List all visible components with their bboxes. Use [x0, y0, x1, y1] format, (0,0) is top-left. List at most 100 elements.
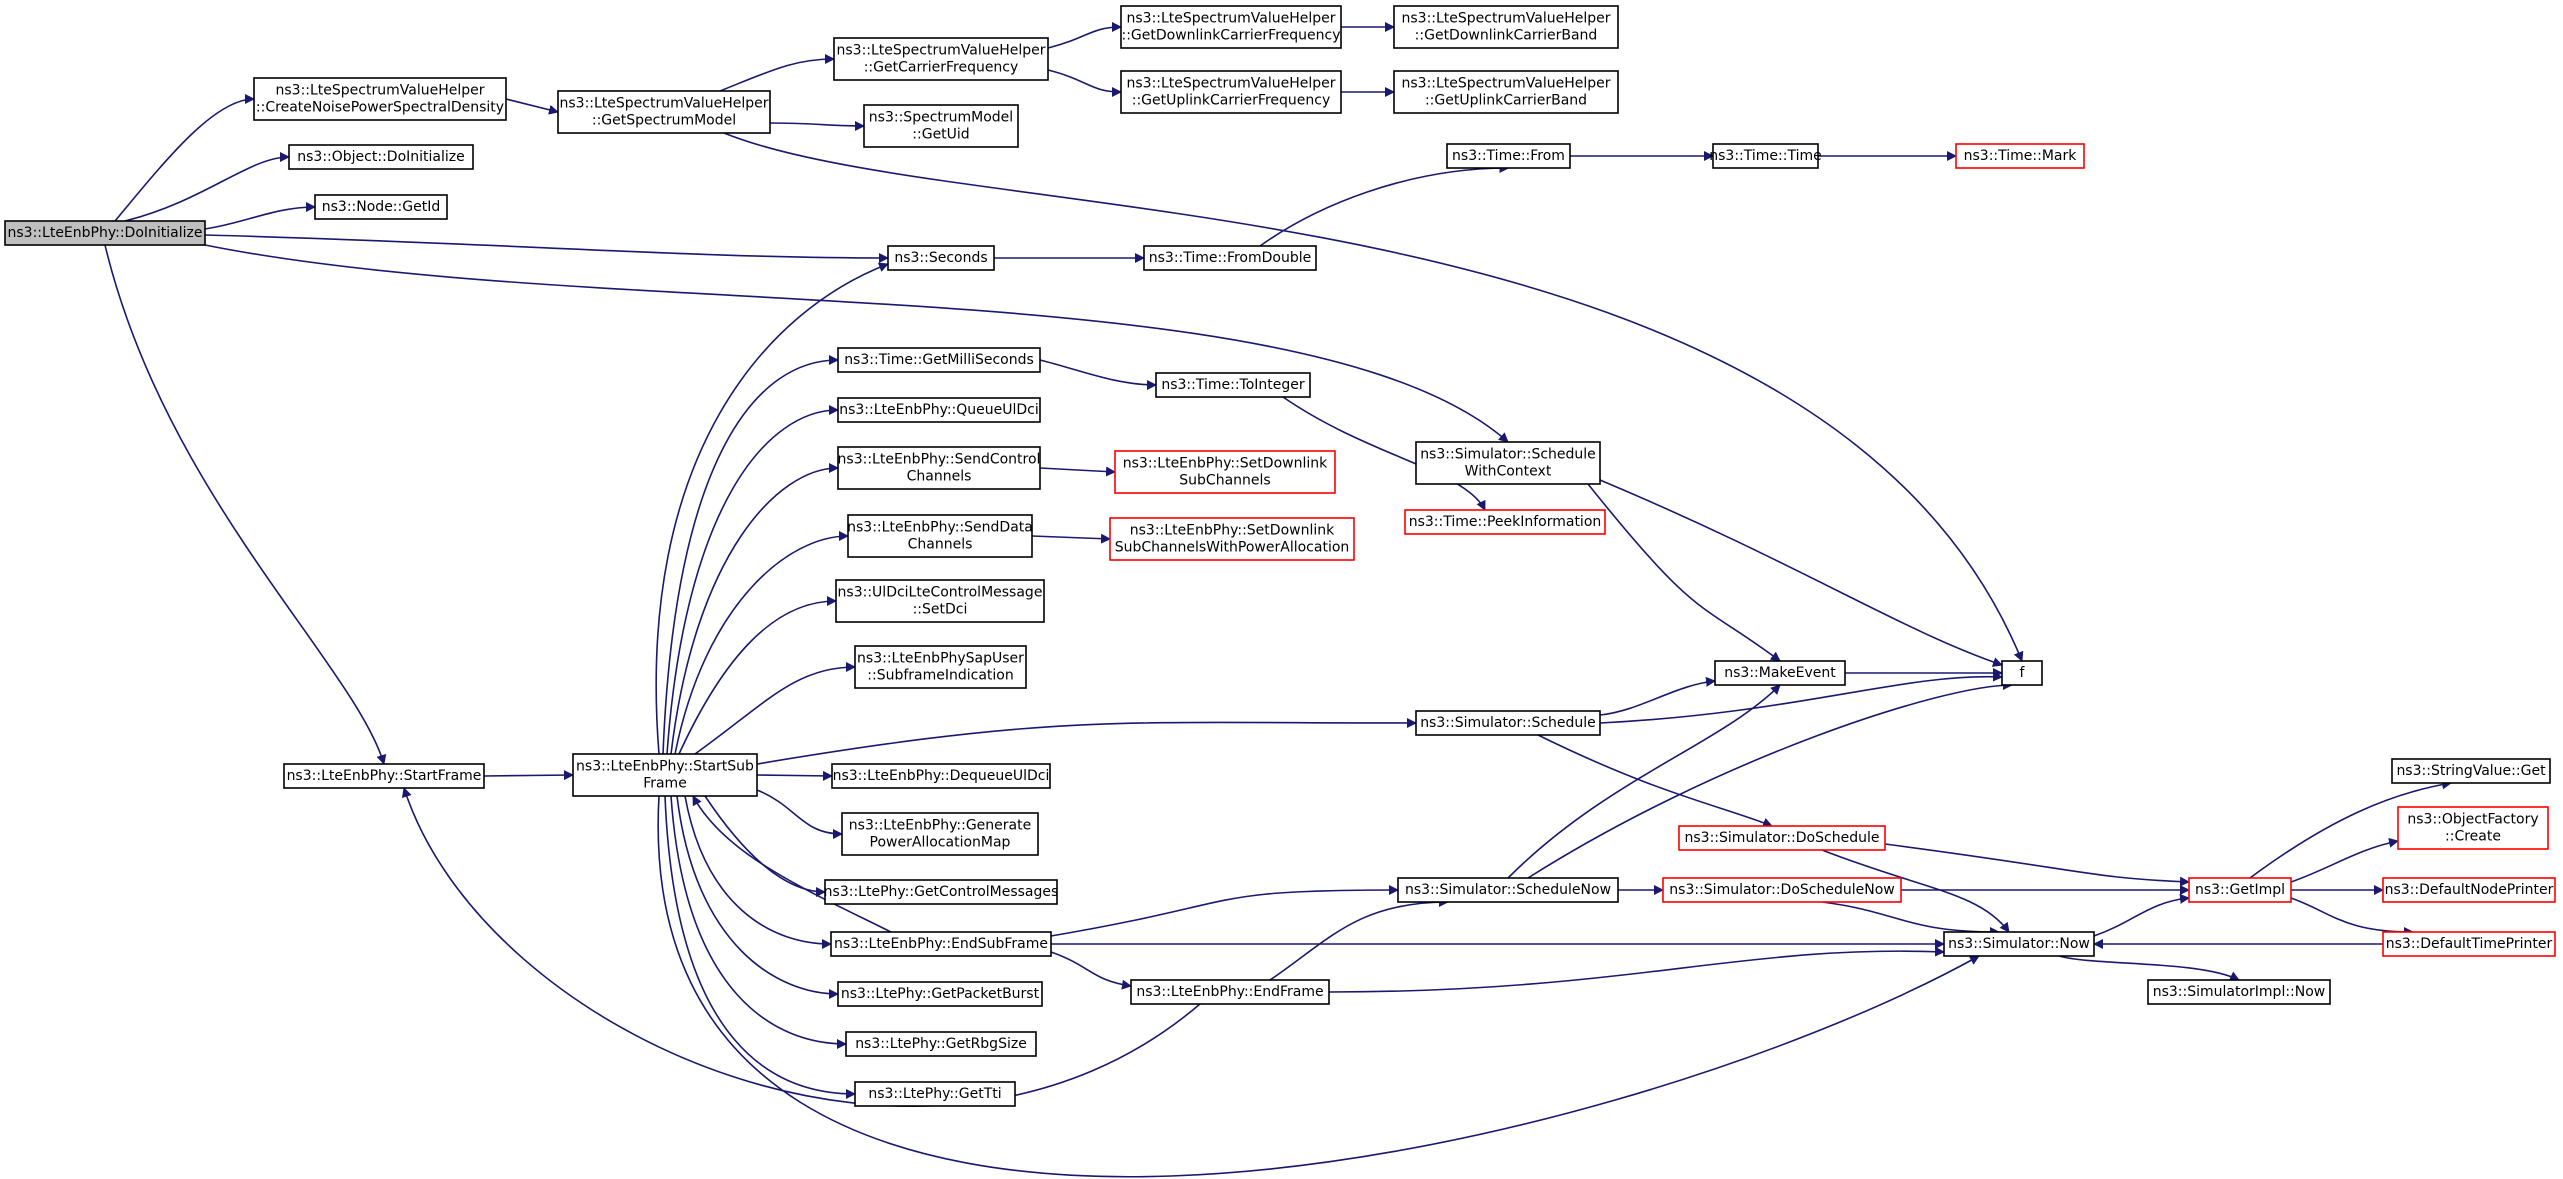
node-n27[interactable]: ns3::LteEnbPhySapUser::SubframeIndicatio… [854, 645, 1027, 689]
edge-path [104, 244, 387, 765]
node-label: ns3::Object::DoInitialize [297, 149, 464, 165]
node-n28[interactable]: ns3::MakeEvent [1714, 660, 1846, 686]
node-n41[interactable]: ns3::DefaultNodePrinter [2382, 877, 2556, 903]
node-n10[interactable]: ns3::Node::GetId [314, 194, 448, 220]
node-n0[interactable]: ns3::LteEnbPhy::DoInitialize [4, 220, 206, 246]
node-n25[interactable]: ns3::Time::PeekInformation [1404, 509, 1606, 535]
node-n29[interactable]: ns3::Simulator::Schedule [1415, 710, 1601, 736]
edge-path [204, 234, 889, 263]
node-n23[interactable]: ns3::LteEnbPhy::SetDownlinkSubChannelsWi… [1109, 517, 1355, 561]
node-box [854, 1081, 1016, 1107]
edge-path [1269, 897, 1449, 981]
edge-path [1507, 684, 1781, 879]
node-n33[interactable]: ns3::LteEnbPhy::GeneratePowerAllocationM… [841, 812, 1039, 856]
node-box [1955, 143, 2085, 169]
node-n13[interactable]: ns3::Time::From [1446, 143, 1571, 169]
node-box [837, 347, 1041, 373]
node-n8[interactable]: ns3::SpectrumModel::GetUid [863, 104, 1019, 148]
node-n5[interactable]: ns3::LteSpectrumValueHelper::GetDownlink… [1393, 5, 1619, 49]
node-n47[interactable]: ns3::SimulatorImpl::Now [2147, 979, 2331, 1005]
edge-n31-to-n46 [676, 795, 839, 999]
node-n38[interactable]: ns3::Simulator::ScheduleNow [1397, 877, 1619, 903]
edge-path [756, 770, 833, 781]
node-label: ns3::LteEnbPhy::EndFrame [1136, 984, 1323, 1000]
node-n39[interactable]: ns3::Simulator::DoScheduleNow [1662, 877, 1902, 903]
node-n32[interactable]: ns3::LteEnbPhy::DequeueUlDci [831, 763, 1051, 789]
node-n4[interactable]: ns3::LteSpectrumValueHelper::GetDownlink… [1120, 5, 1342, 49]
node-n9[interactable]: ns3::Object::DoInitialize [288, 144, 474, 170]
node-label: ns3::DefaultTimePrinter [2386, 936, 2553, 952]
node-n43[interactable]: ns3::Simulator::Now [1943, 931, 2095, 957]
edge-n24-to-n16 [1599, 479, 2003, 667]
node-label: ns3::LteEnbPhy::SetDownlink [1123, 456, 1328, 472]
node-n14[interactable]: ns3::Time::Time [1709, 143, 1822, 169]
node-n2[interactable]: ns3::LteSpectrumValueHelper::GetSpectrum… [557, 90, 771, 134]
node-n45[interactable]: ns3::LteEnbPhy::EndFrame [1130, 979, 1330, 1005]
node-n12[interactable]: ns3::Time::FromDouble [1143, 245, 1317, 271]
node-label: ::GetDownlinkCarrierFrequency [1121, 28, 1340, 44]
node-n34[interactable]: ns3::Simulator::DoSchedule [1678, 825, 1886, 851]
node-n16[interactable]: f [2001, 660, 2043, 686]
node-label: ns3::Time::PeekInformation [1409, 514, 1602, 530]
node-n18[interactable]: ns3::Time::ToInteger [1155, 372, 1311, 398]
node-label: ns3::LtePhy::GetRbgSize [855, 1036, 1027, 1052]
edge-path [1031, 533, 1111, 544]
edge-n45-to-n38 [1269, 897, 1449, 981]
node-n15[interactable]: ns3::Time::Mark [1955, 143, 2085, 169]
edge-path [1527, 680, 2013, 879]
node-n44[interactable]: ns3::DefaultTimePrinter [2382, 931, 2556, 957]
edge-n31-to-n29 [756, 717, 1417, 765]
node-n49[interactable]: ns3::LtePhy::GetTti [854, 1081, 1016, 1107]
node-label: ns3::Time::From [1452, 148, 1565, 164]
node-n37[interactable]: ns3::LtePhy::GetControlMessages [824, 879, 1059, 905]
node-label: ::SetDci [913, 602, 968, 618]
edge-path [1050, 885, 1399, 937]
node-label: ns3::LteSpectrumValueHelper [1402, 76, 1611, 92]
node-box [1120, 5, 1342, 49]
node-n19[interactable]: ns3::LteEnbPhy::QueueUlDci [837, 397, 1041, 423]
node-box [1120, 70, 1342, 114]
node-box [2382, 931, 2556, 957]
node-box [1446, 143, 1571, 169]
node-label: ns3::Time::ToInteger [1161, 377, 1305, 393]
edge-path [483, 770, 574, 781]
node-n11[interactable]: ns3::Seconds [887, 245, 995, 271]
node-box [837, 981, 1043, 1007]
node-box [1130, 979, 1330, 1005]
node-n26[interactable]: ns3::UlDciLteControlMessage::SetDci [835, 579, 1045, 623]
edge-path [1039, 359, 1157, 390]
node-n36[interactable]: ns3::ObjectFactory::Create [2397, 806, 2549, 850]
edge-n31-to-n20 [670, 463, 839, 755]
edge-path [704, 795, 826, 897]
node-n48[interactable]: ns3::LtePhy::GetRbgSize [845, 1031, 1037, 1057]
node-label: ns3::LteEnbPhy::QueueUlDci [839, 402, 1039, 418]
node-box [2397, 806, 2549, 850]
edge-n2-to-n16 [723, 132, 2024, 662]
node-n1[interactable]: ns3::LteSpectrumValueHelper::CreateNoise… [253, 77, 507, 121]
node-n40[interactable]: ns3::GetImpl [2188, 877, 2292, 903]
node-box [253, 77, 507, 121]
node-label: ::GetUplinkCarrierBand [1425, 93, 1587, 109]
node-box [831, 763, 1051, 789]
node-n3[interactable]: ns3::LteSpectrumValueHelper::GetCarrierF… [833, 37, 1049, 81]
node-n17[interactable]: ns3::Time::GetMilliSeconds [837, 347, 1041, 373]
node-n35[interactable]: ns3::StringValue::Get [2391, 758, 2551, 784]
edge-path [505, 98, 559, 115]
node-n46[interactable]: ns3::LtePhy::GetPacketBurst [837, 981, 1043, 1007]
node-box [837, 446, 1041, 490]
node-n30[interactable]: ns3::LteEnbPhy::StartFrame [283, 763, 485, 789]
node-box [837, 397, 1041, 423]
node-n42[interactable]: ns3::LteEnbPhy::EndSubFrame [830, 931, 1052, 957]
node-n6[interactable]: ns3::LteSpectrumValueHelper::GetUplinkCa… [1120, 70, 1342, 114]
node-label: ns3::LtePhy::GetControlMessages [824, 884, 1059, 900]
edge-n38-to-n16 [1527, 680, 2013, 879]
node-n7[interactable]: ns3::LteSpectrumValueHelper::GetUplinkCa… [1393, 70, 1619, 114]
edge-n31-to-n19 [666, 405, 839, 755]
node-label: ::SubframeIndication [867, 668, 1013, 684]
edge-path [2093, 893, 2190, 937]
